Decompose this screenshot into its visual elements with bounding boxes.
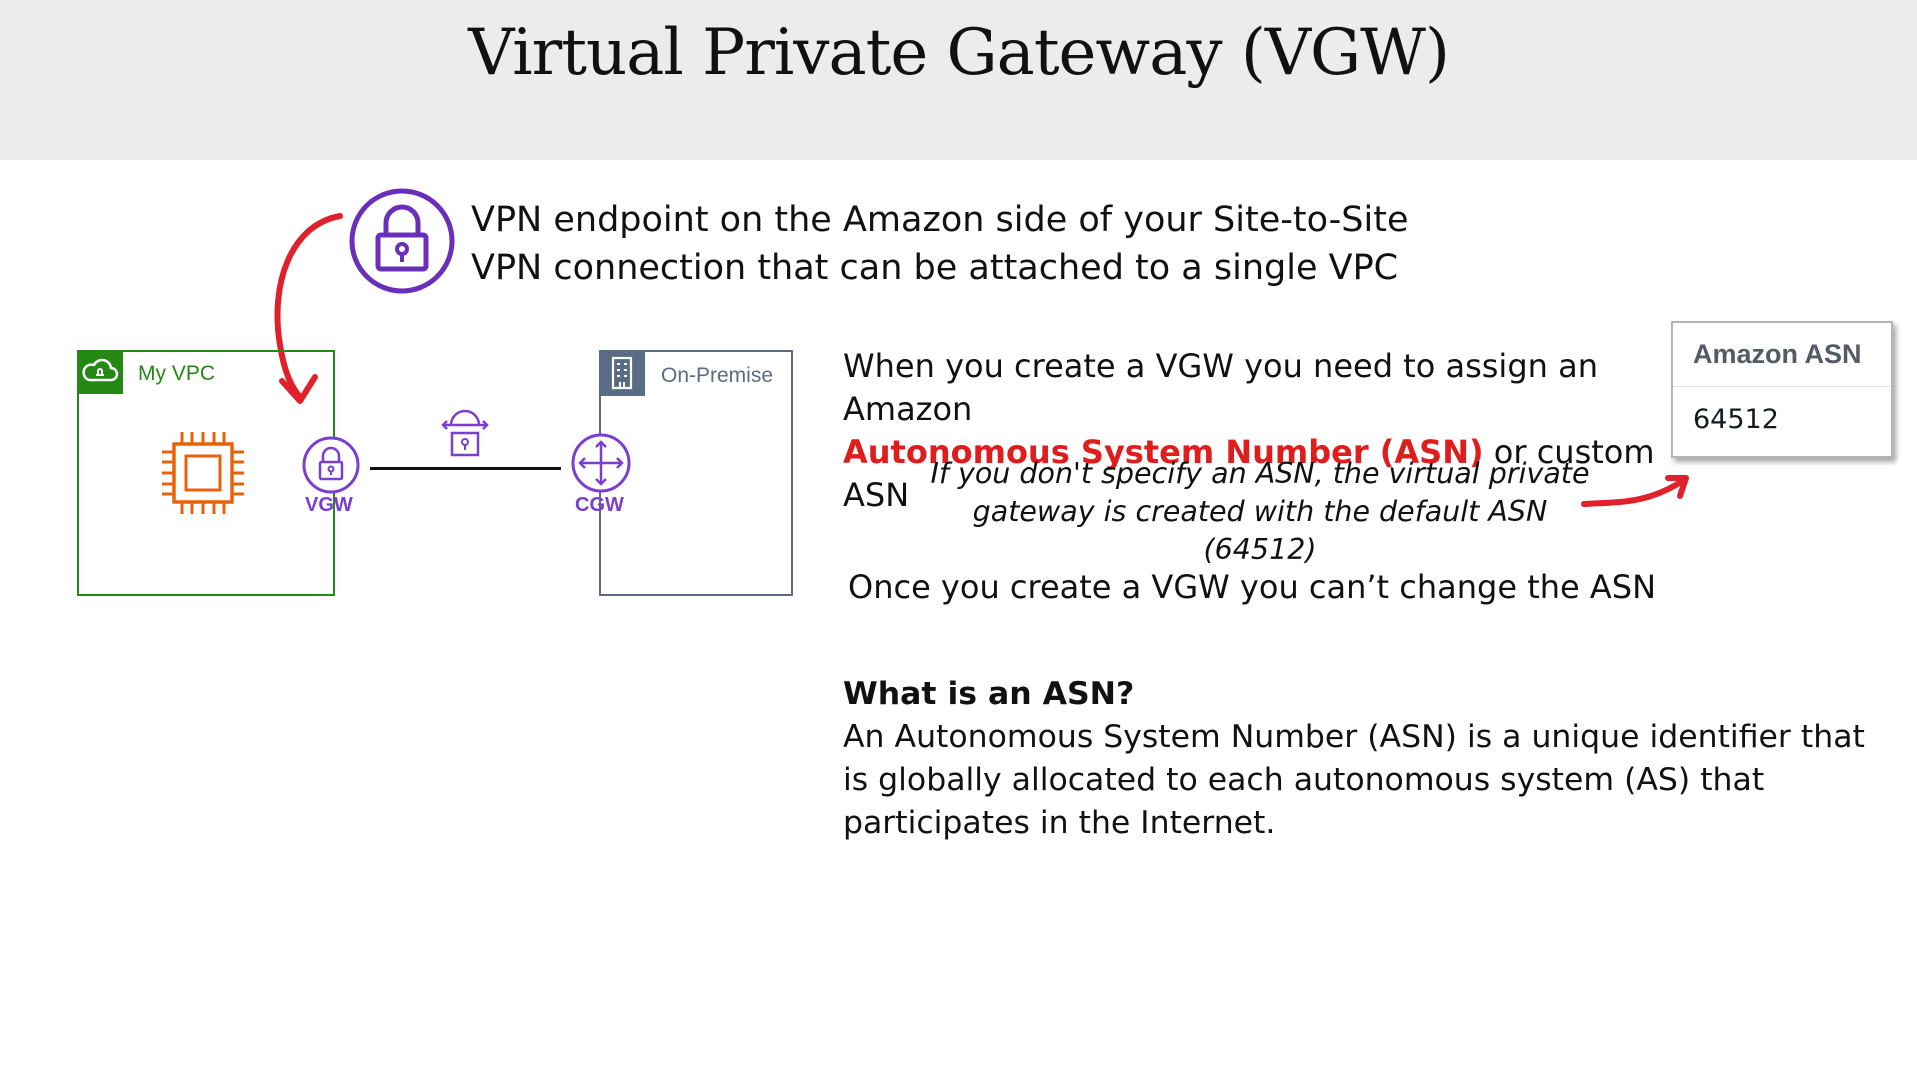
asn-text-part2: or custom ASN [843,433,1655,514]
vpc-label: My VPC [138,362,216,385]
slide-title: Virtual Private Gateway (VGW) [468,16,1450,90]
onprem-label: On-Premise [661,364,774,387]
cgw-label: CGW [575,494,624,516]
vgw-node-icon [302,436,360,494]
header-band [0,0,1917,160]
asn-assignment-text: When you create a VGW you need to assign… [843,345,1663,517]
asn-definition: What is an ASN? An Autonomous System Num… [843,673,1893,845]
router-arrows-icon [571,433,631,493]
default-asn-note: If you don't specify an ASN, the virtual… [930,457,1590,566]
building-icon [599,350,645,396]
chip-icon [162,432,244,514]
amazon-asn-card: Amazon ASN 64512 [1671,321,1893,458]
asn-card-value: 64512 [1693,404,1779,435]
vpn-tunnel-icon [441,409,489,457]
asn-immutable-text: Once you create a VGW you can’t change t… [848,568,1657,606]
asn-pointer-arrow [1581,475,1689,507]
asn-text-part1: When you create a VGW you need to assign… [843,347,1598,428]
asn-card-header: Amazon ASN [1673,323,1891,387]
asn-question: What is an ASN? [843,676,1135,712]
pointer-arrow [274,213,343,404]
vpn-connection-line [370,467,561,470]
asn-highlight: Autonomous System Number (ASN) [843,433,1484,471]
asn-answer: An Autonomous System Number (ASN) is a u… [843,719,1865,841]
vgw-label: VGW [305,494,353,516]
lock-icon [349,188,455,294]
vgw-description: VPN endpoint on the Amazon side of your … [471,200,1409,288]
cloud-icon [77,350,123,394]
